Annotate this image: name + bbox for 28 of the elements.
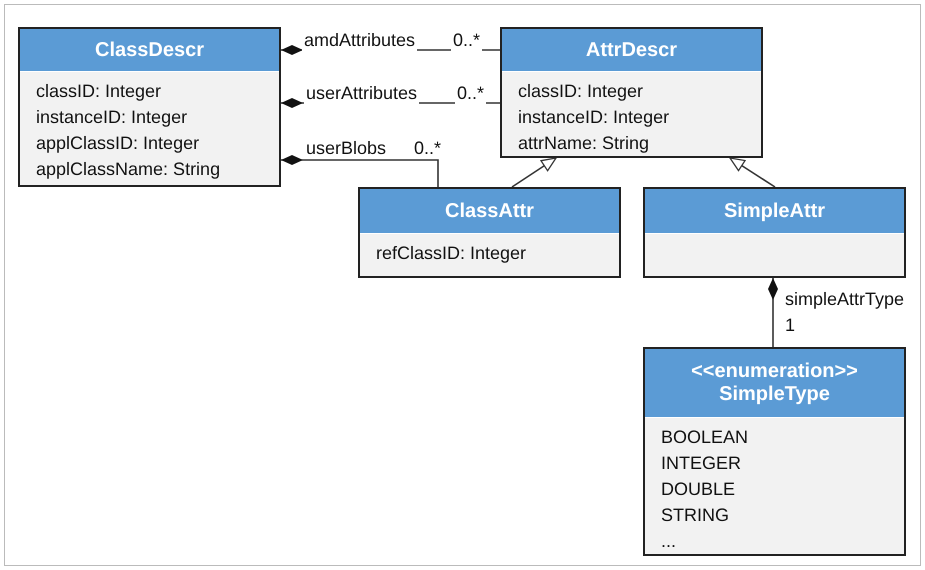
class-name: SimpleAttr [724, 200, 826, 222]
class-name: ClassAttr [445, 200, 534, 222]
attribute-text: STRING [661, 504, 730, 527]
attribute-text: INTEGER [661, 452, 742, 475]
class-box [643, 187, 906, 278]
attribute-text: applClassName: String [36, 158, 222, 181]
attribute-text: BOOLEAN [661, 426, 750, 449]
class-box [500, 27, 763, 158]
attribute-text: instanceID: Integer [518, 106, 670, 129]
attribute-text: ... [661, 530, 678, 553]
composition-line [768, 278, 778, 347]
attribute-text: classID: Integer [518, 80, 644, 103]
class-box [358, 187, 621, 278]
stereotype-text: <<enumeration>> [691, 360, 858, 383]
attribute-text: attrName: String [518, 132, 650, 155]
inheritance-arrow [729, 157, 776, 188]
attribute-text: applClassID: Integer [36, 132, 200, 155]
attribute-text: DOUBLE [661, 478, 736, 501]
class-box [18, 27, 281, 187]
inheritance-arrow [512, 157, 557, 188]
class-name: AttrDescr [586, 38, 678, 62]
composition-line [281, 155, 439, 187]
attribute-text: classID: Integer [36, 80, 162, 103]
attribute-text: refClassID: Integer [376, 242, 528, 265]
attribute-text: instanceID: Integer [36, 106, 188, 129]
class-name: SimpleType [719, 383, 830, 406]
class-name: ClassDescr [95, 38, 204, 62]
class-box [643, 347, 906, 556]
